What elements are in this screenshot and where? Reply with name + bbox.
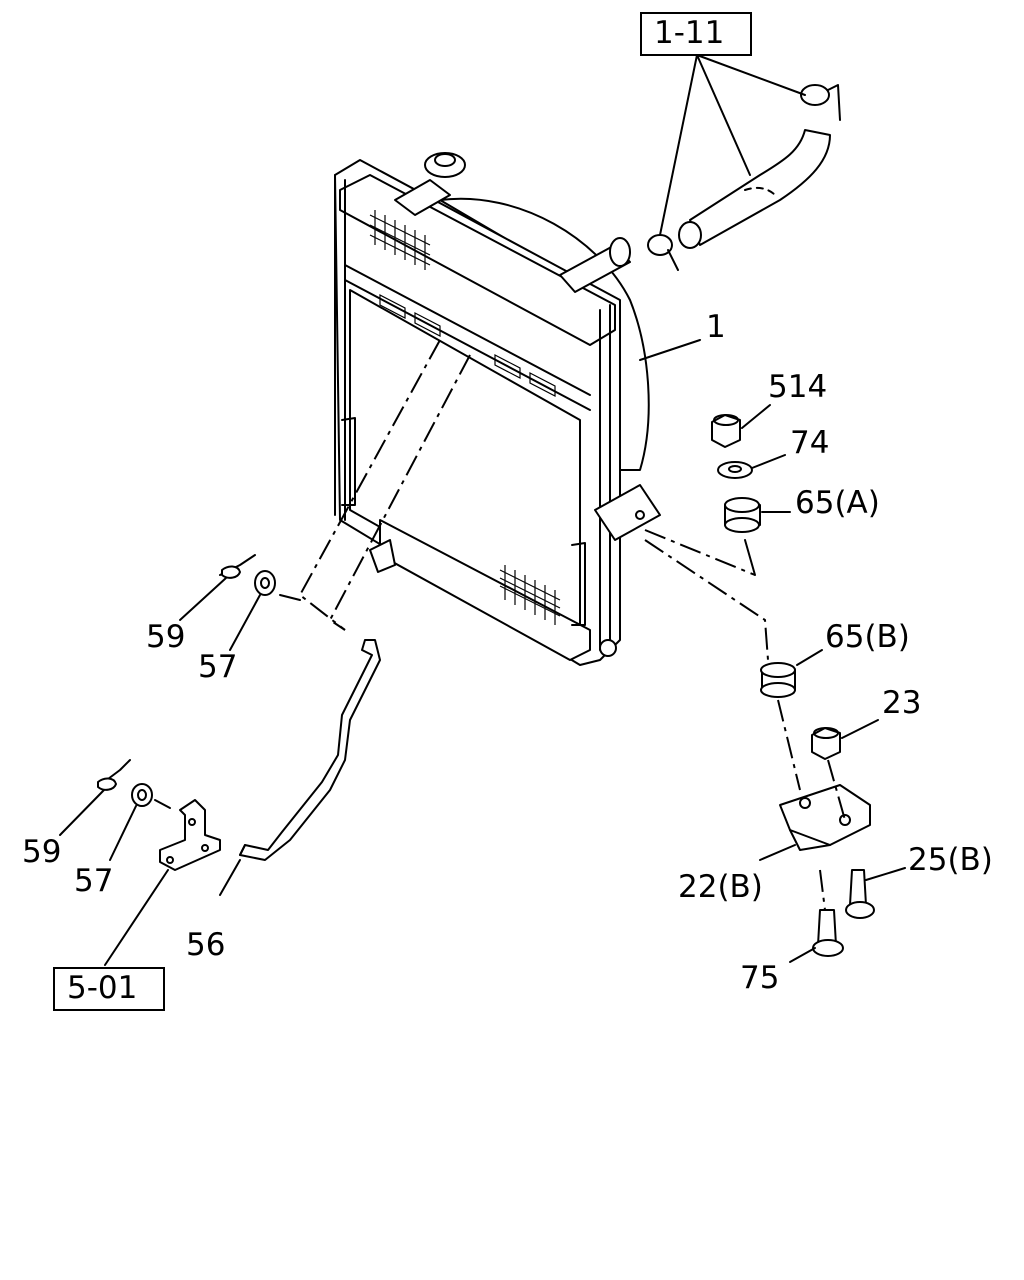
part-label-1: 1 [706,309,726,345]
part-label-57-lower: 57 [74,863,114,899]
mount-bracket-upper [594,484,661,541]
part-label-22b: 22(B) [678,869,763,905]
washer-74 [717,461,753,479]
part-label-59-upper: 59 [146,619,186,655]
washer-57-lower [131,783,153,807]
nut-514 [711,414,741,448]
clip-upper [179,554,301,651]
mount-parts [711,404,906,963]
part-label-59-lower: 59 [22,834,62,870]
fan-shroud [439,197,650,471]
reference-label-5-01: 5-01 [67,970,138,1006]
part-label-23: 23 [882,685,922,721]
part-label-75: 75 [740,960,780,996]
part-label-514: 514 [768,369,828,405]
bracket-5-01 [159,799,221,871]
overflow-pipe [219,639,381,896]
nut-23 [811,727,841,760]
part-label-57-upper: 57 [198,649,238,685]
part-label-56: 56 [186,927,226,963]
reference-box-5-01[interactable]: 5-01 [53,967,165,1011]
bolt-25b [849,869,867,906]
pipe-56 [239,639,381,861]
upper-tank [339,174,616,346]
part-label-65a: 65(A) [795,485,880,521]
filler-neck [394,179,451,216]
upper-hose [647,84,841,271]
clip-lower [59,759,221,966]
hose-clamp-top [800,84,830,106]
radiator-assembly [334,152,661,666]
part-label-74: 74 [790,425,830,461]
reference-box-1-11[interactable]: 1-11 [640,12,752,56]
reference-label-1-11: 1-11 [654,15,725,51]
part-label-25b: 25(B) [908,842,993,878]
washer-57-upper [254,570,276,596]
part-label-65b: 65(B) [825,619,910,655]
